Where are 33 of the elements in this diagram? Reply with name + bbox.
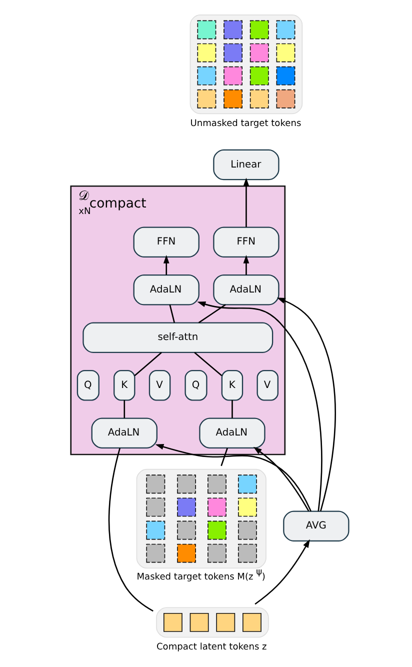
- arrow: [242, 178, 249, 228]
- connector: [220, 448, 228, 466]
- arrow: [162, 254, 169, 275]
- node-label: Compact latent tokens z: [156, 642, 266, 652]
- node-box: K: [113, 370, 135, 401]
- node-box: Q: [76, 370, 99, 401]
- connector: [108, 448, 153, 612]
- node-label: Unmasked target tokens: [190, 118, 301, 129]
- connector: [198, 304, 226, 324]
- arrow: [154, 444, 311, 512]
- node-box: FFN: [212, 226, 279, 258]
- node-box: FFN: [132, 226, 199, 258]
- node-box: V: [148, 370, 170, 401]
- arrow: [196, 301, 322, 512]
- arrow: [276, 298, 336, 512]
- arrow: [254, 539, 310, 605]
- node-box: Q: [184, 370, 207, 401]
- node-box: K: [220, 370, 243, 401]
- arrow: [252, 446, 309, 512]
- node-box: AdaLN: [212, 274, 279, 306]
- node-box: self-attn: [82, 322, 273, 353]
- node-box: V: [256, 370, 278, 401]
- connector: [231, 400, 232, 418]
- arrow: [242, 254, 249, 275]
- node-box: AVG: [282, 510, 349, 542]
- node-box: AdaLN: [132, 274, 199, 306]
- node-box: AdaLN: [90, 418, 157, 448]
- connector: [123, 400, 125, 418]
- node-box: AdaLN: [198, 418, 265, 448]
- connector: [168, 304, 174, 323]
- connector: [194, 352, 222, 376]
- connector: [134, 352, 162, 376]
- node-box: Linear: [212, 149, 279, 180]
